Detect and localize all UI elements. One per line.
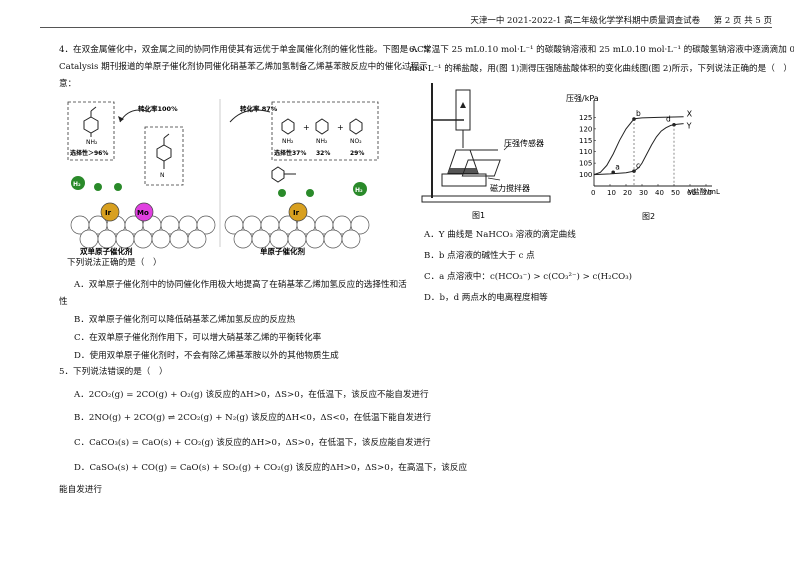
svg-text:NH₂: NH₂ — [316, 138, 328, 145]
q6-pressure-chart: 压强/kPa V盐酸/mL 0 10 20 30 40 50 60 70 100 105 110 11… — [566, 94, 720, 221]
q4-stem-line2: Catalysis 期刊报道的单原子催化剂协同催化硝基苯乙烯加氢制备乙烯基苯胺反… — [59, 62, 428, 72]
point-label-b: b — [636, 109, 641, 118]
left-catalyst-surface: Ir Mo H₂ — [70, 176, 216, 249]
svg-text:Mo: Mo — [137, 209, 149, 217]
y-tick-label: 100 — [579, 171, 592, 179]
x-tick-label: 60 — [687, 189, 696, 197]
fig2-caption: 图2 — [642, 212, 655, 221]
point-label-a: a — [615, 162, 620, 171]
header-page-number: 第 2 页 共 5 页 — [713, 16, 772, 26]
right-nitrostyrene — [271, 166, 296, 183]
selectivity-right-1: 选择性37% — [274, 149, 306, 157]
vinylaniline-structure — [83, 106, 99, 137]
h2-molecule-right — [353, 182, 367, 196]
selectivity-left: 选择性＞96% — [70, 149, 108, 157]
svg-text:Ir: Ir — [293, 209, 300, 217]
y-tick-label: 115 — [579, 137, 592, 145]
n-label: N — [160, 172, 165, 179]
point-label-d: d — [666, 115, 671, 124]
x-tick-label: 0 — [591, 189, 595, 197]
q6-option-b[interactable]: B．b 点溶液的碱性大于 c 点 — [424, 251, 535, 261]
right-catalyst-surface: Ir H₂ — [224, 182, 370, 249]
selectivity-right-3: 29% — [350, 150, 364, 157]
label-pressure-sensor: 压强传感器 — [504, 138, 544, 148]
svg-text:+: + — [337, 123, 344, 132]
q5-stem: 5．下列说法错误的是（ ） — [59, 367, 168, 377]
substrate-box — [144, 126, 184, 186]
x-tick-label: 40 — [655, 189, 664, 197]
x-tick-label: 50 — [671, 189, 680, 197]
nitrostyrene-structure — [156, 133, 172, 169]
page-header: 天津一中 2021-2022-1 高二年级化学学科期中质量调查试卷 第 2 页 … — [470, 14, 772, 26]
series-line-y — [593, 123, 684, 176]
y-tick-label: 105 — [579, 160, 592, 168]
x-tick-label: 20 — [623, 189, 632, 197]
header-title: 天津一中 2021-2022-1 高二年级化学学科期中质量调查试卷 — [470, 16, 701, 26]
mo-atom — [134, 202, 154, 222]
product-box-right — [271, 101, 379, 161]
q4-catalysis-figure: NH₂ 选择性＞96% 转化率100% N Ir Mo H₂ 双单原子催化剂 转… — [67, 99, 379, 256]
chart-ylabel: 压强/kPa — [566, 94, 599, 103]
svg-text:H₂: H₂ — [355, 187, 363, 194]
ir-atom-left — [100, 202, 120, 222]
arrow-head — [118, 116, 124, 122]
right-products — [281, 118, 363, 135]
magnetic-stirrer — [441, 173, 487, 187]
series-label-y: Y — [686, 122, 692, 131]
chart-xlabel: V盐酸/mL — [688, 187, 720, 196]
q6-option-d[interactable]: D．b，d 两点水的电离程度相等 — [424, 293, 548, 303]
q6-stem-line1: 6．常温下 25 mL0.10 mol·L⁻¹ 的碳酸钠溶液和 25 mL0.1… — [409, 45, 794, 55]
q4-stem-line1: 4．在双金属催化中，双金属之间的协同作用使其有远优于单金属催化剂的催化性能。下图… — [59, 45, 430, 55]
x-tick-label: 10 — [607, 189, 616, 197]
q4-option-b[interactable]: B．双单原子催化剂可以降低硝基苯乙烯加氢反应的反应热 — [74, 315, 296, 325]
series-line-x — [593, 116, 684, 176]
series-label-x: X — [687, 110, 693, 119]
nh2-label: NH₂ — [86, 139, 98, 146]
point-label-c: c — [636, 161, 640, 170]
q4-option-c[interactable]: C．在双单原子催化剂作用下，可以增大硝基苯乙烯的平衡转化率 — [74, 333, 322, 343]
label-magnetic-stirrer: 磁力搅拌器 — [490, 183, 530, 193]
stand-base — [421, 195, 551, 203]
svg-text:NO₂: NO₂ — [350, 138, 362, 145]
y-tick-label: 125 — [579, 114, 592, 122]
label-dual-single-atom: 双单原子催化剂 — [80, 246, 133, 256]
pressure-sensor — [461, 159, 501, 177]
q5-option-b[interactable]: B．2NO(g) + 2CO(g) ⇌ 2CO₂(g) + N₂(g) 该反应的… — [74, 413, 432, 423]
x-tick-label: 30 — [639, 189, 648, 197]
point-a — [611, 170, 615, 175]
svg-text:+: + — [303, 123, 310, 132]
h2-molecule-left — [71, 176, 85, 190]
q6-apparatus-figure: 压强传感器 磁力搅拌器 图1 — [421, 83, 551, 220]
q5-option-c[interactable]: C．CaCO₃(s) = CaO(s) + CO₂(g) 该反应的ΔH>0，ΔS… — [74, 438, 431, 448]
y-tick-label: 120 — [579, 125, 592, 133]
q4-option-a-line2[interactable]: 性 — [59, 297, 68, 307]
conversion-right: 转化率 87% — [240, 104, 278, 113]
q5-option-d-line1[interactable]: D．CaSO₄(s) + CO(g) = CaO(s) + SO₂(g) + C… — [74, 463, 468, 473]
dropping-funnel — [455, 89, 471, 131]
y-tick-label: 110 — [579, 148, 592, 156]
q4-prompt: 下列说法正确的是（ ） — [67, 258, 162, 268]
q5-option-a[interactable]: A．2CO₂(g) = 2CO(g) + O₂(g) 该反应的ΔH>0，ΔS>0… — [74, 390, 429, 400]
ir-atom-right — [288, 202, 308, 222]
header-divider — [40, 27, 772, 28]
product-box-left — [67, 101, 115, 161]
svg-text:Ir: Ir — [105, 209, 112, 217]
q4-stem-line3: 意： — [59, 79, 77, 89]
x-tick-label: 70 — [703, 189, 712, 197]
svg-text:H₂: H₂ — [73, 181, 81, 188]
arrow-right-top — [229, 109, 271, 123]
svg-text:NH₂: NH₂ — [282, 138, 294, 145]
label-single-atom: 单原子催化剂 — [260, 246, 305, 256]
fig1-caption: 图1 — [472, 211, 485, 220]
q6-option-a[interactable]: A．Y 曲线是 NaHCO₃ 溶液的滴定曲线 — [424, 230, 576, 240]
selectivity-right-2: 32% — [316, 150, 330, 157]
q4-option-a-line1[interactable]: A．双单原子催化剂中的协同催化作用极大地提高了在硝基苯乙烯加氢反应的选择性和活 — [74, 280, 407, 290]
conversion-left: 转化率100% — [138, 104, 178, 113]
q5-option-d-line2[interactable]: 能自发进行 — [59, 485, 102, 495]
q6-stem-line2: mol·L⁻¹ 的稀盐酸，用(图 1)测得压强随盐酸体积的变化曲线图(图 2)所… — [409, 64, 793, 74]
q4-option-d[interactable]: D．使用双单原子催化剂时，不会有除乙烯基苯胺以外的其他物质生成 — [74, 351, 339, 361]
q6-option-c[interactable]: C．a 点溶液中：c(HCO₃⁻) > c(CO₃²⁻) > c(H₂CO₃) — [424, 272, 633, 282]
